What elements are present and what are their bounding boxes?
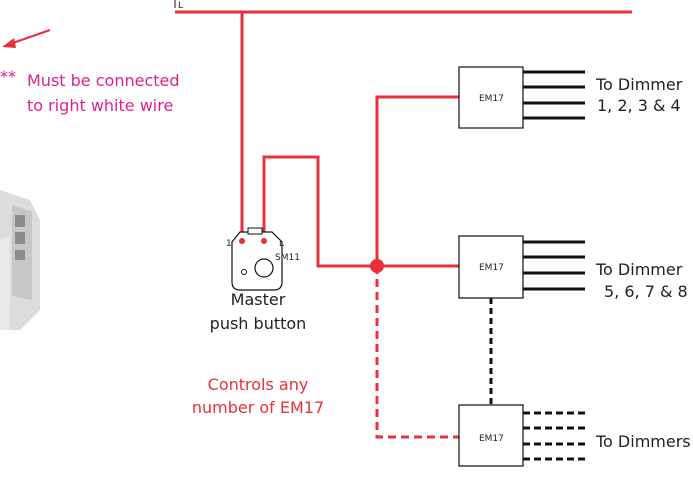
em17-module-3 <box>458 404 524 467</box>
em17-module-2 <box>458 235 524 299</box>
dest-2-line2: 5, 6, 7 & 8 <box>604 282 688 301</box>
dashed-wire-to-em17-3 <box>375 266 459 439</box>
top-wire-label: L <box>178 1 183 11</box>
terminal-1-label: 1 <box>226 239 232 249</box>
note-line2: to right white wire <box>27 96 173 115</box>
terminal-l-label: L <box>279 239 284 249</box>
dest-3-line1: To Dimmers <box>595 432 691 451</box>
em17-module-1 <box>458 66 524 129</box>
master-push-button <box>231 227 283 291</box>
dest-2-line1: To Dimmer <box>595 260 683 279</box>
terminal-1-dot <box>239 238 245 244</box>
pointer-arrow <box>2 29 51 48</box>
em17-3-label: EM17 <box>479 434 504 444</box>
master-sub-line2: number of EM17 <box>192 398 324 417</box>
master-sub-line1: Controls any <box>208 375 309 394</box>
master-caption-line1: Master <box>231 290 286 309</box>
em17-3-outputs <box>523 411 585 461</box>
em17-2-label: EM17 <box>479 263 504 273</box>
button-knob-icon <box>254 258 274 278</box>
junction-dot <box>370 259 384 273</box>
wire-to-em17-1 <box>375 95 459 266</box>
master-model-label: SM11 <box>275 253 300 263</box>
em17-1-outputs <box>523 70 585 120</box>
dest-1-line1: To Dimmer <box>595 75 683 94</box>
terminal-l-dot <box>261 238 267 244</box>
note-line1: Must be connected <box>27 71 180 90</box>
note-stars: ** <box>0 67 16 86</box>
em17-1-label: EM17 <box>479 94 504 104</box>
dest-1-line2: 1, 2, 3 & 4 <box>597 96 681 115</box>
wire-from-terminal-l <box>262 155 459 268</box>
em17-2-outputs <box>523 240 585 291</box>
device-image <box>0 190 40 330</box>
led-icon <box>241 269 247 275</box>
master-caption-line2: push button <box>210 314 307 333</box>
